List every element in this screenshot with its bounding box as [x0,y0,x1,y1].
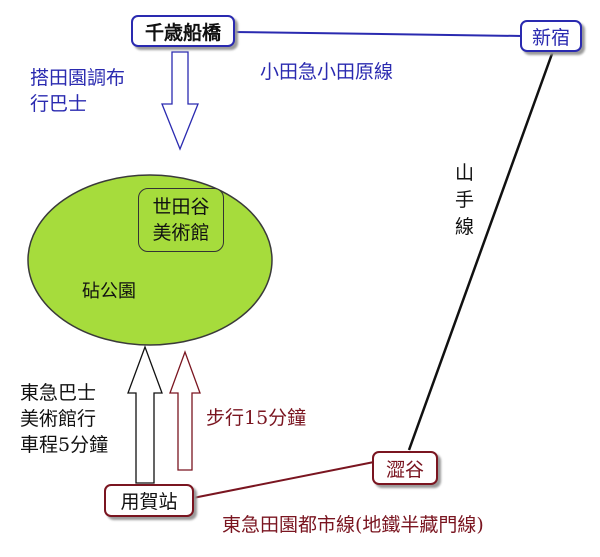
station-shinjuku[interactable]: 新宿 [520,20,582,52]
station-shibuya[interactable]: 澀谷 [372,451,438,485]
odakyu-line-label: 小田急小田原線 [260,61,394,83]
yamanote-line [407,50,555,451]
bus-arrow-up [127,345,163,484]
setagaya-art-museum[interactable]: 世田谷 美術館 [138,188,224,252]
odakyu-line [232,31,523,37]
bus-from-chitose-label: 搭田園調布 行巴士 [30,67,126,115]
bus-from-yoga-label: 東急巴士 美術館行 車程5分鐘 [20,382,109,456]
walk-from-yoga-label: 步行15分鐘 [206,407,307,429]
walk-arrow-up [169,350,201,471]
station-chitose-funabashi[interactable]: 千歳船橋 [131,15,235,47]
station-yoga[interactable]: 用賀站 [104,484,194,517]
kinuta-park-label: 砧公園 [82,281,136,302]
denentoshi-line [192,461,375,499]
denentoshi-line-label: 東急田園都市線(地鐵半藏門線) [222,514,484,536]
bus-arrow-down [161,51,199,151]
yamanote-line-label: 山 手 線 [455,162,475,238]
